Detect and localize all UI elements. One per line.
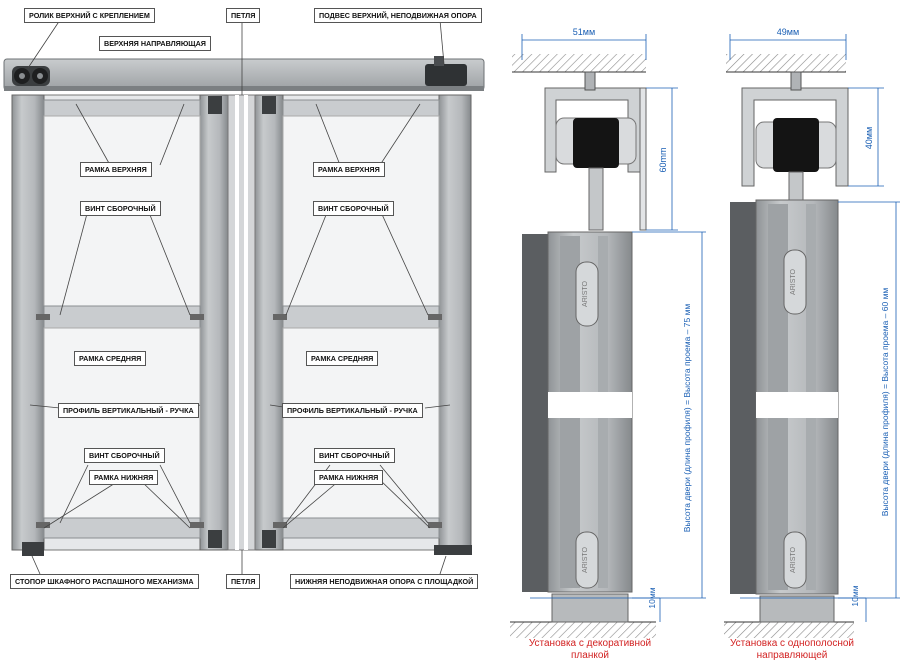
aristo-badge-b1 xyxy=(783,249,807,315)
section-a-bottom-label: 10мм xyxy=(647,587,657,608)
label-support-bottom: НИЖНЯЯ НЕПОДВИЖНАЯ ОПОРА С ПЛОЩАДКОЙ xyxy=(290,574,479,589)
label-screw-left-1: ВИНТ СБОРОЧНЫЙ xyxy=(80,201,161,216)
section-a xyxy=(510,34,706,638)
aristo-badge-b2 xyxy=(783,531,807,589)
stopper-icon xyxy=(22,542,44,556)
bottom-support-icon xyxy=(434,545,472,555)
label-frame-top-left: РАМКА ВЕРХНЯЯ xyxy=(80,162,152,177)
caption-section-b-line1: Установка с однополосной xyxy=(729,638,855,649)
label-frame-bot-right: РАМКА НИЖНЯЯ xyxy=(314,470,384,485)
label-hanger-top: ПОДВЕС ВЕРХНИЙ, НЕПОДВИЖНАЯ ОПОРА xyxy=(314,8,482,23)
top-guide-rail xyxy=(3,58,485,91)
label-profile-left: ПРОФИЛЬ ВЕРТИКАЛЬНЫЙ - РУЧКА xyxy=(58,403,199,418)
label-top-guide: ВЕРХНЯЯ НАПРАВЛЯЮЩАЯ xyxy=(99,36,211,51)
label-hinge-bottom: ПЕТЛЯ xyxy=(226,574,261,589)
ceiling-hatch-b xyxy=(726,54,846,72)
aristo-badge-a2 xyxy=(575,531,599,589)
label-stopper: СТОПОР ШКАФНОГО РАСПАШНОГО МЕХАНИЗМА xyxy=(10,574,199,589)
section-b-formula-label: Высота двери (длина профиля) = Высота пр… xyxy=(880,288,890,517)
label-hinge-top: ПЕТЛЯ xyxy=(226,8,261,23)
section-a-formula-label: Высота двери (длина профиля) = Высота пр… xyxy=(682,304,692,533)
section-b-width-label: 49мм xyxy=(777,27,799,37)
floor-hatch-b xyxy=(724,622,854,638)
section-b xyxy=(724,34,900,638)
label-screw-left-2: ВИНТ СБОРОЧНЫЙ xyxy=(84,448,165,463)
section-a-width-label: 51мм xyxy=(573,27,595,37)
label-screw-right-1: ВИНТ СБОРОЧНЫЙ xyxy=(313,201,394,216)
caption-section-a-line2: планкой xyxy=(571,650,609,661)
label-frame-bot-left: РАМКА НИЖНЯЯ xyxy=(89,470,159,485)
label-screw-right-2: ВИНТ СБОРОЧНЫЙ xyxy=(314,448,395,463)
section-b-bottom-label: 10мм xyxy=(850,585,860,606)
aristo-mark-a1: ARISTO xyxy=(582,280,589,306)
label-frame-mid-left: РАМКА СРЕДНЯЯ xyxy=(74,351,147,366)
leader-lines xyxy=(27,19,451,575)
front-elevation xyxy=(3,19,485,575)
caption-section-a-line1: Установка с декоративной xyxy=(528,638,652,649)
section-b-top-height-label: 40мм xyxy=(864,127,874,149)
label-roller-top: РОЛИК ВЕРХНИЙ С КРЕПЛЕНИЕМ xyxy=(24,8,155,23)
caption-section-b: Установка с однополосной направляющей xyxy=(722,638,862,662)
ceiling-hatch-a xyxy=(512,54,646,72)
section-a-top-height-label: 60mm xyxy=(658,147,668,172)
label-profile-right: ПРОФИЛЬ ВЕРТИКАЛЬНЫЙ - РУЧКА xyxy=(282,403,423,418)
aristo-mark-b1: ARISTO xyxy=(790,268,797,294)
aristo-badge-a1 xyxy=(575,261,599,327)
label-frame-mid-right: РАМКА СРЕДНЯЯ xyxy=(306,351,379,366)
assembly-screws xyxy=(36,314,442,528)
roller-top-icon xyxy=(12,66,50,86)
aristo-mark-a2: ARISTO xyxy=(582,546,589,572)
aristo-mark-b2: ARISTO xyxy=(790,546,797,572)
caption-section-a: Установка с декоративной планкой xyxy=(520,638,660,662)
hanger-top-icon xyxy=(425,56,467,86)
floor-hatch-a xyxy=(510,622,656,638)
hinge-strip xyxy=(208,94,276,551)
caption-section-b-line2: направляющей xyxy=(756,650,828,661)
label-frame-top-right: РАМКА ВЕРХНЯЯ xyxy=(313,162,385,177)
